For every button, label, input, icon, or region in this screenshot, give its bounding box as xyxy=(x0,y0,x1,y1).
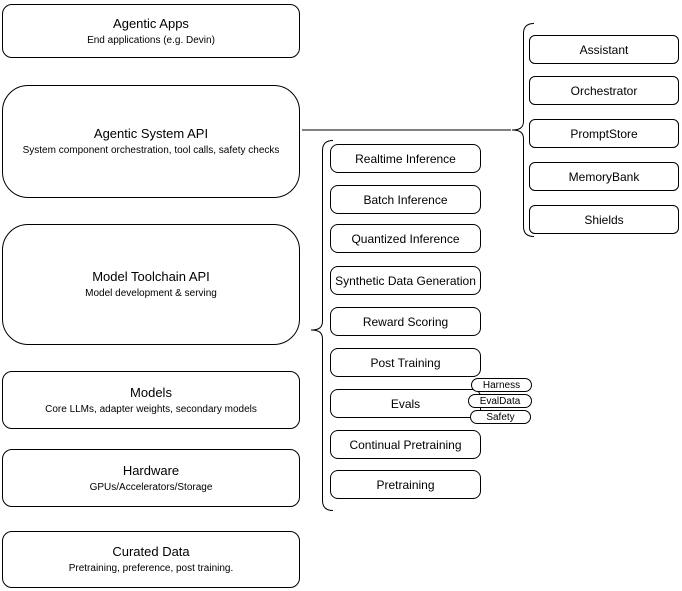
node-quantized-inference: Quantized Inference xyxy=(330,224,481,253)
tag-harness: Harness xyxy=(471,378,532,392)
node-assistant: Assistant xyxy=(529,35,679,64)
node-agentic-apps-subtitle: End applications (e.g. Devin) xyxy=(87,34,215,46)
node-evals: Evals xyxy=(330,389,481,418)
node-curated-data: Curated Data Pretraining, preference, po… xyxy=(2,531,300,588)
node-realtime-inference: Realtime Inference xyxy=(330,144,481,173)
node-post-training: Post Training xyxy=(330,348,481,377)
node-agentic-apps: Agentic Apps End applications (e.g. Devi… xyxy=(2,4,300,58)
node-synthetic-data-generation: Synthetic Data Generation xyxy=(330,266,481,295)
node-reward-scoring: Reward Scoring xyxy=(330,307,481,336)
node-hardware-subtitle: GPUs/Accelerators/Storage xyxy=(89,481,213,493)
brace-system-components-group xyxy=(511,23,535,237)
node-curated-data-subtitle: Pretraining, preference, post training. xyxy=(68,563,234,574)
node-batch-inference: Batch Inference xyxy=(330,185,481,214)
node-hardware-title: Hardware xyxy=(122,462,180,478)
node-curated-data-title: Curated Data xyxy=(112,544,190,559)
node-agentic-system-api-title: Agentic System API xyxy=(93,126,209,141)
tag-evaldata: EvalData xyxy=(468,394,532,408)
node-orchestrator: Orchestrator xyxy=(529,76,679,105)
node-models: Models Core LLMs, adapter weights, secon… xyxy=(2,371,300,429)
node-models-subtitle: Core LLMs, adapter weights, secondary mo… xyxy=(45,403,257,415)
node-continual-pretraining: Continual Pretraining xyxy=(330,430,481,459)
node-models-title: Models xyxy=(130,384,172,400)
node-agentic-system-api-subtitle: System component orchestration, tool cal… xyxy=(22,145,280,156)
node-model-toolchain-api: Model Toolchain API Model development & … xyxy=(2,224,300,345)
brace-toolchain-group xyxy=(310,140,334,511)
tag-safety: Safety xyxy=(470,410,531,424)
node-agentic-system-api: Agentic System API System component orch… xyxy=(2,85,300,198)
node-promptstore: PromptStore xyxy=(529,119,679,148)
node-model-toolchain-api-title: Model Toolchain API xyxy=(92,269,210,284)
node-pretraining: Pretraining xyxy=(330,470,481,499)
node-memorybank: MemoryBank xyxy=(529,162,679,191)
node-hardware: Hardware GPUs/Accelerators/Storage xyxy=(2,449,300,507)
node-model-toolchain-api-subtitle: Model development & serving xyxy=(85,288,217,299)
node-shields: Shields xyxy=(529,205,679,234)
node-agentic-apps-title: Agentic Apps xyxy=(113,15,189,31)
